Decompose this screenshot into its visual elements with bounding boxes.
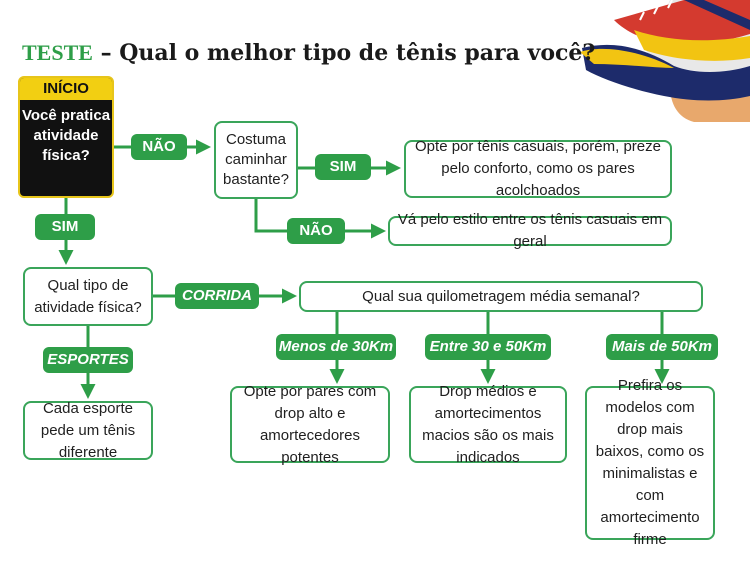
title-text: – Qual o melhor tipo de tênis para você? [92, 40, 596, 66]
sneaker-illustration [580, 0, 750, 122]
label-no-2: NÃO [287, 218, 345, 244]
title-brand: TESTE [22, 40, 93, 65]
label-sports: ESPORTES [43, 347, 133, 373]
label-30-to-50km: Entre 30 e 50Km [425, 334, 551, 360]
node-casual-comfort: Opte por tênis casuais, porém, preze pel… [404, 138, 672, 199]
node-mileage-question: Qual sua quilometragem média semanal? [299, 281, 703, 312]
node-mid-mileage-answer: Drop médios e amortecimentos macios são … [409, 383, 567, 466]
page-title: TESTE – Qual o melhor tipo de tênis para… [22, 40, 595, 66]
label-running: CORRIDA [175, 283, 259, 309]
node-low-mileage-answer: Opte por pares com drop alto e amorteced… [230, 383, 390, 466]
label-no-1: NÃO [131, 134, 187, 160]
node-high-mileage-answer: Prefira os modelos com drop mais baixos,… [585, 377, 715, 548]
node-sports-answer: Cada esporte pede um tênis diferente [23, 400, 153, 461]
node-walk-question: Costuma caminhar bastante? [214, 121, 298, 199]
start-label: INÍCIO [20, 78, 112, 102]
node-casual-style: Vá pelo estilo entre os tênis casuais em… [388, 211, 672, 250]
node-activity-question: Qual tipo de atividade física? [23, 267, 153, 326]
label-over-50km: Mais de 50Km [606, 334, 718, 360]
start-question: Você pratica atividade física? [21, 107, 111, 164]
label-yes-2: SIM [315, 154, 371, 180]
label-yes-1: SIM [35, 214, 95, 240]
start-node: INÍCIO Você pratica atividade física? [18, 76, 114, 198]
label-under-30km: Menos de 30Km [276, 334, 396, 360]
